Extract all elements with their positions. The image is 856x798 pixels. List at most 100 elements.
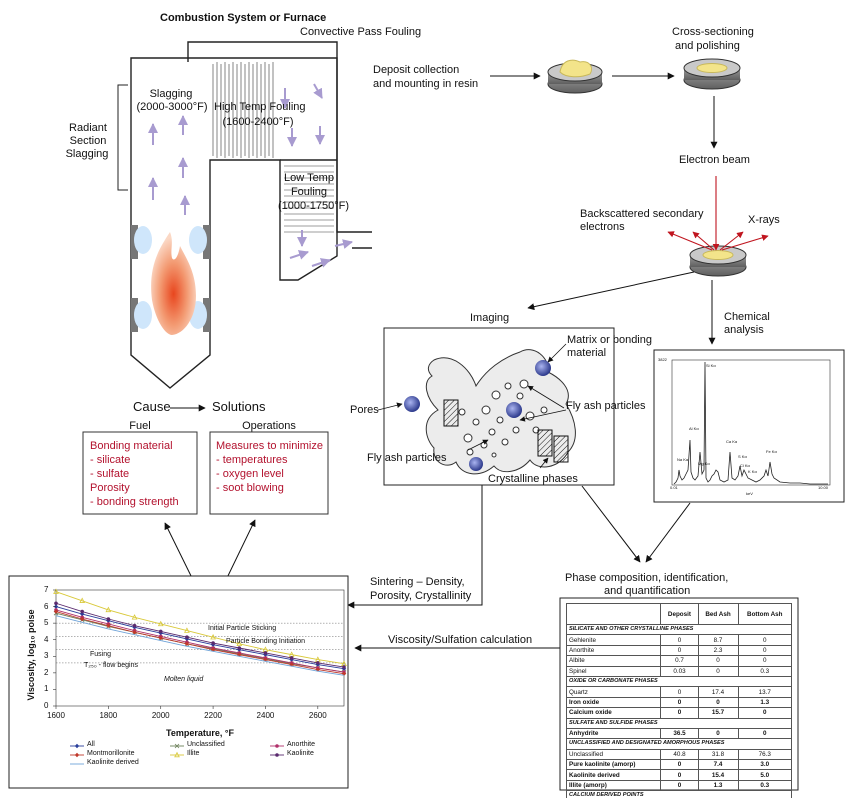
table-row: SILICATE AND OTHER CRYSTALLINE PHASES: [566, 623, 792, 636]
htf-temp: (1600-2400°F): [222, 116, 294, 128]
chart-point: [74, 743, 80, 749]
table-section-label: OXIDE OR CARBONATE PHASES: [566, 675, 792, 688]
spectrum-plot-area: [671, 359, 831, 486]
chart-point: [74, 752, 80, 758]
fuel-item: Porosity: [90, 482, 130, 494]
table-cell: 0: [737, 634, 793, 646]
ops-item: - temperatures: [216, 454, 288, 466]
htf-tubes: [212, 62, 274, 158]
table-header: Deposit: [660, 603, 699, 625]
slagging-label: Slagging: [149, 88, 193, 100]
table-cell: 0: [660, 779, 699, 792]
chart-xlabel: Temperature, °F: [166, 728, 234, 738]
chart-point: [105, 606, 112, 613]
chart-point: [54, 601, 58, 606]
table-cell: 1.3: [697, 779, 739, 792]
ops-item: - soot blowing: [216, 482, 284, 494]
flyash-particles-group: [458, 379, 548, 458]
table-cell: 0: [697, 665, 739, 677]
table-cell: Anorthite: [565, 644, 662, 657]
table-section-label: UNCLASSIFIED AND DESIGNATED AMORPHOUS PH…: [566, 738, 792, 750]
xrays-label: X-rays: [748, 214, 780, 226]
table-row: CALCIUM DERIVED POINTS: [566, 790, 792, 798]
chart-point: [342, 665, 346, 669]
flyash-label-left: Fly ash particles: [367, 452, 447, 464]
table-header: Bed Ash: [697, 603, 739, 625]
chart-point: [158, 629, 163, 634]
chart-point: [79, 597, 86, 603]
table-cell: 40.8: [660, 748, 699, 761]
fuel-item: - sulfate: [90, 468, 130, 480]
peak-s: S Kα: [738, 454, 747, 459]
viscosity-calc-label: Viscosity/Sulfation calculation: [388, 634, 533, 646]
peak-na: Na Kα: [677, 457, 689, 462]
table-cell: 0: [660, 769, 699, 781]
table-header: Bottom Ash: [737, 603, 793, 625]
chart-point: [53, 588, 59, 594]
table-cell: 8.7: [697, 634, 739, 646]
chart-y-tick-label: 3: [44, 651, 49, 661]
table-cell: Spinel: [565, 665, 662, 677]
chart-point: [316, 661, 320, 665]
table-cell: Quartz: [565, 686, 662, 698]
solutions-label: Solutions: [212, 399, 266, 414]
chart-legend-marks: [70, 743, 284, 765]
table-cell: Anhydrite: [565, 727, 662, 740]
table-cell: 0: [660, 707, 699, 719]
chart-point: [132, 623, 137, 628]
chart-legend-label: Anorthite: [287, 741, 316, 748]
table-cell: 5.0: [737, 769, 793, 781]
table-section-label: CALCIUM DERIVED POINTS: [566, 790, 792, 798]
ops-item: - oxygen level: [216, 468, 284, 480]
chart-series-group: [53, 588, 347, 676]
chart-point: [185, 635, 189, 640]
furnace-title: Combustion System or Furnace: [160, 12, 327, 24]
cause-label: Cause: [133, 399, 171, 414]
fuel-item: Bonding material: [90, 440, 173, 452]
table-cell: 0.3: [737, 665, 793, 677]
ltf-tubes: [284, 165, 334, 233]
ops-list: Measures to minimize - temperatures - ox…: [216, 439, 323, 495]
chart-point: [53, 609, 59, 614]
crystals-group: [443, 399, 569, 463]
table-cell: 0: [660, 644, 699, 657]
chart-legend-label: Kaolinite derived: [87, 759, 139, 766]
table-cell: Albite: [565, 655, 662, 667]
table-cell: 0.3: [737, 779, 793, 792]
table-cell: Gehlenite: [565, 634, 662, 646]
fuel-list: Bonding material - silicate - sulfate Po…: [90, 439, 179, 509]
chart-point: [131, 614, 138, 620]
imaging-label: Imaging: [470, 312, 510, 324]
table-cell: 0: [737, 727, 793, 740]
chart-ylabel: Viscosity, log₁₀ poise: [26, 609, 36, 701]
chart-point: [275, 753, 279, 757]
chart-point: [289, 656, 294, 660]
table-cell: 0.03: [660, 665, 699, 677]
chart-point: [158, 635, 163, 641]
chart-y-tick-label: 0: [44, 701, 49, 710]
deposit-label-2: and mounting in resin: [373, 78, 479, 90]
table-cell: 36.5: [660, 727, 699, 740]
fuel-item: - bonding strength: [90, 496, 179, 508]
sintering-label-2: Porosity, Crystallinity: [370, 590, 472, 602]
table-cell: Iron oxide: [565, 696, 662, 709]
chart-point: [263, 651, 268, 655]
chart-series-line: [55, 606, 345, 670]
table-header: [565, 603, 662, 625]
table-cell: 0: [737, 655, 793, 667]
peak-ca: Ca Kα: [726, 439, 738, 444]
radiant-label-3: Slagging: [65, 148, 109, 160]
chart-annotation: Molten liquid: [164, 676, 204, 684]
peak-fe: Fe Kα: [766, 449, 777, 454]
chart-x-tick-label: 2200: [204, 711, 222, 720]
chemical-label-1: Chemical: [724, 311, 770, 323]
table-row: UNCLASSIFIED AND DESIGNATED AMORPHOUS PH…: [566, 738, 792, 750]
table-cell: 2.3: [697, 644, 739, 657]
chart-series: [55, 615, 345, 676]
flow-arrows: [148, 83, 353, 268]
chart-series-line: [55, 591, 345, 665]
chart-point: [174, 743, 180, 749]
